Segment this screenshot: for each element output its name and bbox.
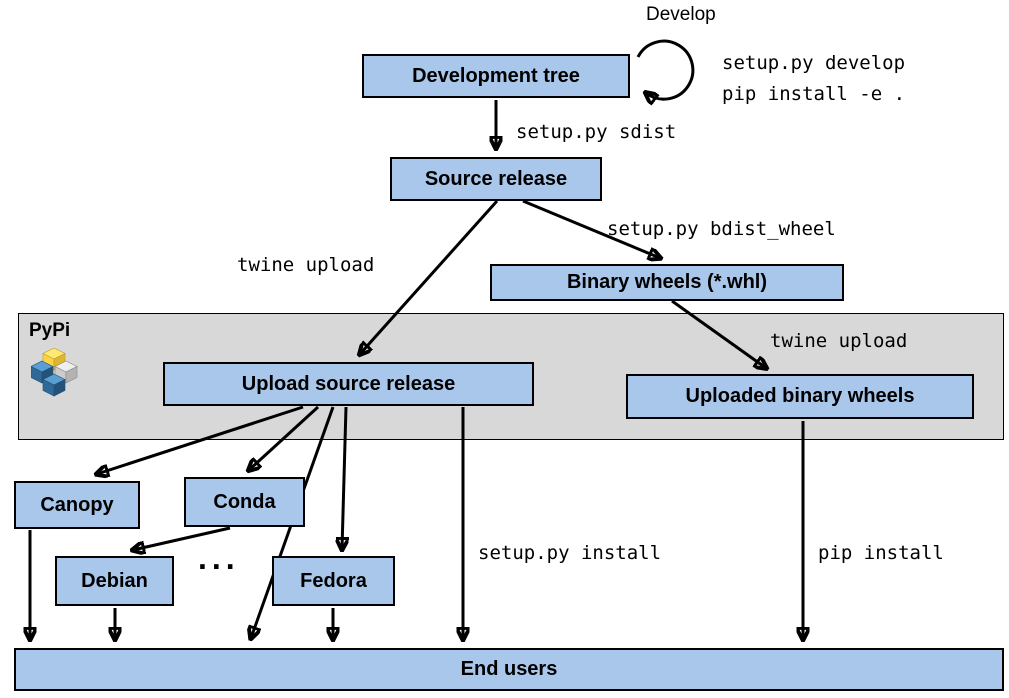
arrow-source-to-binary-wheels (522, 199, 660, 258)
node-uploaded-binary-wheels: Uploaded binary wheels (626, 374, 974, 419)
label-setup-py-install: setup.py install (478, 542, 662, 564)
node-fedora: Fedora (272, 556, 395, 606)
label-twine-upload-source: twine upload (237, 254, 375, 276)
label-ellipsis: ... (198, 540, 240, 576)
label-develop: Develop (646, 4, 716, 25)
label-pip-install: pip install (818, 542, 944, 564)
arrow-binary-to-uploaded-wheels (671, 299, 766, 368)
label-setup-py-develop: setup.py develop (722, 52, 906, 74)
arrow-upload-to-canopy (97, 405, 304, 474)
node-binary-wheels: Binary wheels (*.whl) (490, 264, 844, 301)
pypi-band-label: PyPi (29, 320, 71, 341)
label-twine-upload-wheels: twine upload (770, 330, 908, 352)
label-setup-py-sdist: setup.py sdist (516, 121, 677, 143)
arrow-develop-self-loop (636, 39, 695, 99)
arrow-source-to-upload-source (360, 199, 499, 354)
node-development-tree: Development tree (362, 54, 630, 98)
node-conda: Conda (184, 477, 305, 527)
node-upload-source-release: Upload source release (163, 362, 534, 406)
label-pip-install-e: pip install -e . (722, 83, 906, 105)
node-debian: Debian (55, 556, 174, 606)
arrow-upload-to-conda (249, 405, 320, 470)
node-end-users: End users (14, 648, 1004, 691)
arrow-conda-to-debian (133, 526, 231, 550)
node-canopy: Canopy (14, 481, 140, 529)
label-setup-py-bdist-wheel: setup.py bdist_wheel (607, 218, 836, 240)
node-source-release: Source release (390, 157, 602, 201)
arrow-upload-to-fedora (342, 406, 346, 549)
pypi-logo-icon (31, 348, 78, 397)
